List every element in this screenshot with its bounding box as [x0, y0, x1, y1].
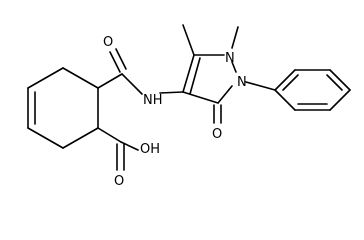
atom-label-oh: OH — [140, 142, 160, 157]
ring-bond — [217, 85, 233, 104]
ring-bond — [27, 127, 64, 149]
double-bond — [115, 48, 127, 70]
ring-bond — [274, 69, 296, 91]
ring-bond — [62, 127, 99, 149]
ring-double-bond — [189, 57, 201, 95]
atom-label-nh: NH — [143, 93, 163, 108]
ring-bond — [274, 89, 296, 111]
bond — [121, 73, 143, 95]
chemical-structure: NH O N N O OH O — [27, 24, 351, 189]
ring-bond — [27, 67, 64, 89]
atom-label-n2: N — [237, 75, 247, 90]
bond — [97, 127, 122, 143]
ring-bond — [329, 89, 351, 111]
ring-bond — [182, 54, 195, 93]
ring-bond — [182, 91, 219, 104]
methyl-bond — [182, 24, 195, 56]
atom-label-n1: N — [225, 51, 235, 66]
bond — [97, 73, 123, 89]
ring-double-bond — [326, 74, 343, 91]
ring-bond — [231, 61, 237, 73]
double-bond — [109, 51, 121, 73]
atom-label-o-acid: O — [114, 174, 124, 189]
bond — [245, 81, 276, 91]
ring-bond — [62, 67, 99, 89]
bond — [159, 91, 184, 94]
methyl-bond — [231, 26, 239, 49]
atom-label-o-ketone: O — [212, 127, 222, 142]
atom-label-o-amide: O — [103, 35, 113, 50]
ring-double-bond — [282, 74, 299, 91]
ring-bond — [329, 69, 351, 91]
